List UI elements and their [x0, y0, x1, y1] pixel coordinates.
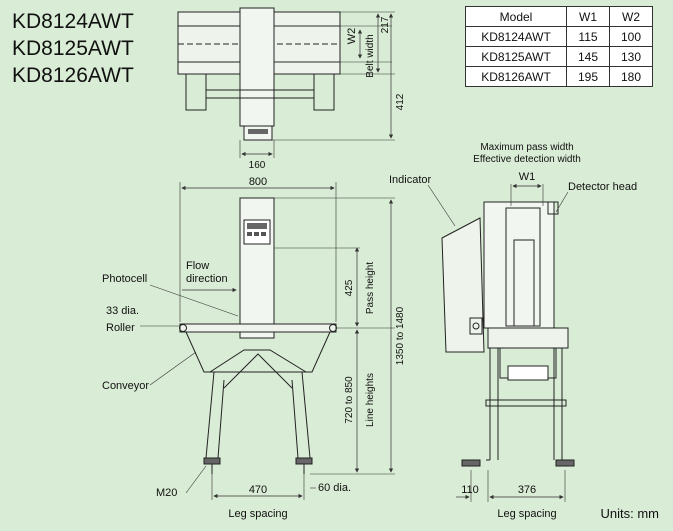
conveyor-frame: [179, 323, 337, 333]
front-view: [140, 182, 395, 500]
dim-w1: W1: [519, 171, 536, 183]
table-row: KD8125AWT 145 130: [465, 46, 653, 67]
model-name: KD8124AWT: [12, 10, 134, 33]
leg-top: [313, 73, 335, 111]
dim-110: 110: [461, 484, 479, 496]
line-heights-label: Line heights: [365, 373, 376, 427]
model-list: KD8124AWT KD8125AWT KD8126AWT: [12, 8, 134, 89]
dim-412: 412: [395, 93, 406, 110]
dim-470: 470: [249, 484, 267, 496]
detector-head-leader: [555, 191, 569, 213]
pass-height-label: Pass height: [365, 262, 376, 314]
side-leg-spacing-label: Leg spacing: [497, 508, 556, 520]
leg-spacing-label: Leg spacing: [228, 508, 287, 520]
units-label: Units: mm: [600, 506, 660, 521]
dim-425: 425: [344, 279, 355, 296]
dim-217: 217: [380, 16, 391, 33]
indicator-label: Indicator: [389, 174, 432, 186]
photocell-label: Photocell: [102, 273, 147, 285]
table-cell: 195: [566, 66, 610, 87]
belt-width-label: Belt width: [365, 34, 376, 77]
direction-label: direction: [186, 273, 228, 285]
dim-1350-1480: 1350 to 1480: [395, 306, 406, 365]
leg-top: [185, 73, 207, 111]
dim-800: 800: [249, 176, 267, 188]
flow-label: Flow: [186, 260, 209, 272]
foot-diameter-label: 60 dia.: [318, 482, 351, 494]
roller-label: Roller: [106, 322, 135, 334]
conveyor-label: Conveyor: [102, 380, 149, 392]
leg: [205, 371, 225, 459]
conveyor-leader: [149, 351, 197, 386]
effective-detection-width-label: Effective detection width: [473, 154, 581, 165]
detector-head-top: [239, 7, 275, 127]
max-pass-width-label: Maximum pass width: [480, 142, 573, 153]
table-cell: 180: [609, 66, 653, 87]
dim-720-850: 720 to 850: [344, 376, 355, 424]
table-row: KD8126AWT 195 180: [465, 66, 653, 87]
side-view: [427, 183, 575, 502]
dim-160: 160: [249, 160, 266, 171]
dimension-table: Model W1 W2 KD8124AWT 115 100 KD8125AWT …: [465, 6, 653, 87]
detector-head: [483, 201, 555, 329]
conveyor-side: [487, 327, 569, 349]
dim-376: 376: [518, 484, 536, 496]
model-name: KD8126AWT: [12, 64, 134, 87]
table-cell: 130: [609, 46, 653, 67]
dim-w2: W2: [346, 28, 358, 45]
indicator-housing: [441, 217, 485, 353]
leg: [291, 371, 311, 459]
detector-column: [239, 197, 275, 339]
roller: [179, 324, 187, 332]
indicator-leader: [427, 184, 456, 227]
table-cell: KD8125AWT: [465, 46, 567, 67]
detector-head-label: Detector head: [568, 181, 637, 193]
model-name: KD8125AWT: [12, 37, 134, 60]
top-view: [177, 7, 395, 158]
photocell-leader: [149, 284, 239, 317]
m20-label: M20: [156, 487, 177, 499]
roller-diameter-label: 33 dia.: [106, 305, 139, 317]
